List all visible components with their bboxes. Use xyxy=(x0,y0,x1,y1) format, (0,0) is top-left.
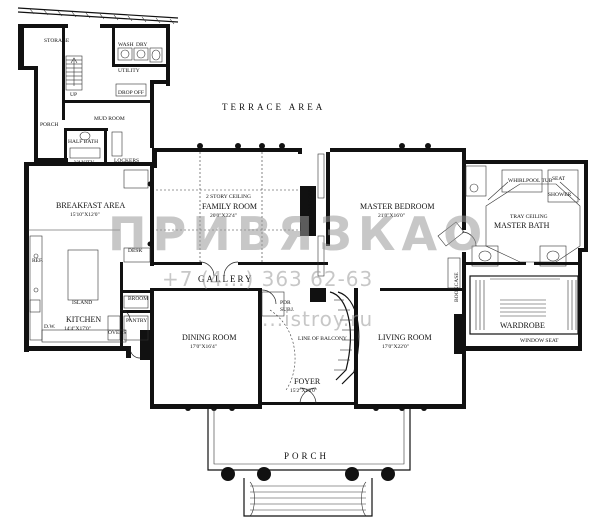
ref-label: REF. xyxy=(32,258,44,264)
foyer-stairs xyxy=(261,291,360,391)
master-bedroom-label: MASTER BEDROOM xyxy=(360,202,434,211)
gallery-label: GALLERY xyxy=(198,274,254,284)
broom-label: BROOM xyxy=(128,296,148,302)
storage-label: STORAGE xyxy=(44,38,70,44)
dry-label: DRY xyxy=(136,42,147,48)
dw-label: D.W. xyxy=(44,324,56,330)
master-bath-label: MASTER BATH xyxy=(494,221,550,230)
master-bedroom-dims: 21'0"X16'0" xyxy=(378,213,405,219)
utility-wing xyxy=(17,7,179,162)
main-walls xyxy=(24,148,588,409)
drop-off-label: DROP OFF xyxy=(118,90,144,96)
breakfast-area-dims: 15'10"X12'0" xyxy=(70,212,100,218)
pdr-label: PDR xyxy=(280,300,291,306)
pdr-sub-label: SUBJ. xyxy=(280,307,295,313)
living-room-label: LIVING ROOM xyxy=(378,333,432,342)
mud-room-label: MUD ROOM xyxy=(94,116,125,122)
front-porch xyxy=(207,409,411,517)
line-of-balcony-label-2: LINE OF BALCONY xyxy=(308,187,314,236)
columns xyxy=(147,143,431,411)
family-room-label: FAMILY ROOM xyxy=(202,202,257,211)
master-bedroom-details xyxy=(317,153,465,289)
bookcase-label: BOOKCASE xyxy=(454,272,460,302)
seat-label: SEAT xyxy=(552,176,566,182)
island-label: ISLAND xyxy=(72,300,92,306)
shower-label: SHOWER xyxy=(548,192,572,198)
kitchen-dims: 14'4"X17'0" xyxy=(64,326,91,332)
utility-label: UTILITY xyxy=(118,68,140,74)
living-room-dims: 17'0"X22'0" xyxy=(382,344,409,350)
watermark: ПРИВЯЗКАО +7 (4...) 363 62-63 ...istroy.… xyxy=(108,207,488,331)
whirlpool-label: WHIRLPOOL TUB xyxy=(508,178,553,184)
wardrobe-hatch xyxy=(469,275,579,335)
terrace-area-label: TERRACE AREA xyxy=(222,102,325,112)
watermark-logo: ПРИВЯЗКАО xyxy=(108,207,488,261)
desk-label: DESK xyxy=(128,248,142,254)
breakfast-details xyxy=(28,169,151,263)
door-swings xyxy=(119,231,477,405)
master-bath-fixtures xyxy=(465,165,582,267)
lockers-label: LOCKERS xyxy=(114,158,139,164)
line-of-balcony-label: LINE OF BALCONY xyxy=(298,336,347,342)
window-seat-label: WINDOW SEAT xyxy=(520,338,559,344)
half-bath-label: HALF BATH xyxy=(68,139,98,145)
family-ceiling-note: 2 STORY CEILING xyxy=(206,194,251,200)
ovens-label: OVENS xyxy=(108,330,126,336)
porch-side-label: PORCH xyxy=(40,122,58,128)
foyer-dims: 15'2"X13'0" xyxy=(290,388,317,394)
stair-up-label: UP xyxy=(70,92,77,98)
master-bath-note: TRAY CEILING xyxy=(510,214,548,220)
breakfast-area-label: BREAKFAST AREA xyxy=(56,201,125,210)
wash-label: WASH xyxy=(118,42,134,48)
kitchen-label: KITCHEN xyxy=(66,315,101,324)
foyer-label: FOYER xyxy=(294,377,321,386)
wardrobe-label: WARDROBE xyxy=(500,321,545,330)
watermark-phone: +7 (4...) 363 62-63 xyxy=(162,267,373,291)
family-room-dims: 20'0"X22'4" xyxy=(210,213,237,219)
kitchen-fixtures xyxy=(29,235,149,343)
porch-front-label: PORCH xyxy=(284,451,329,461)
dining-room-dims: 17'0"X16'4" xyxy=(190,344,217,350)
watermark-site: ...istroy.ru xyxy=(262,307,373,331)
pantry-label: PANTRY xyxy=(126,318,147,324)
dining-room-label: DINING ROOM xyxy=(182,333,236,342)
